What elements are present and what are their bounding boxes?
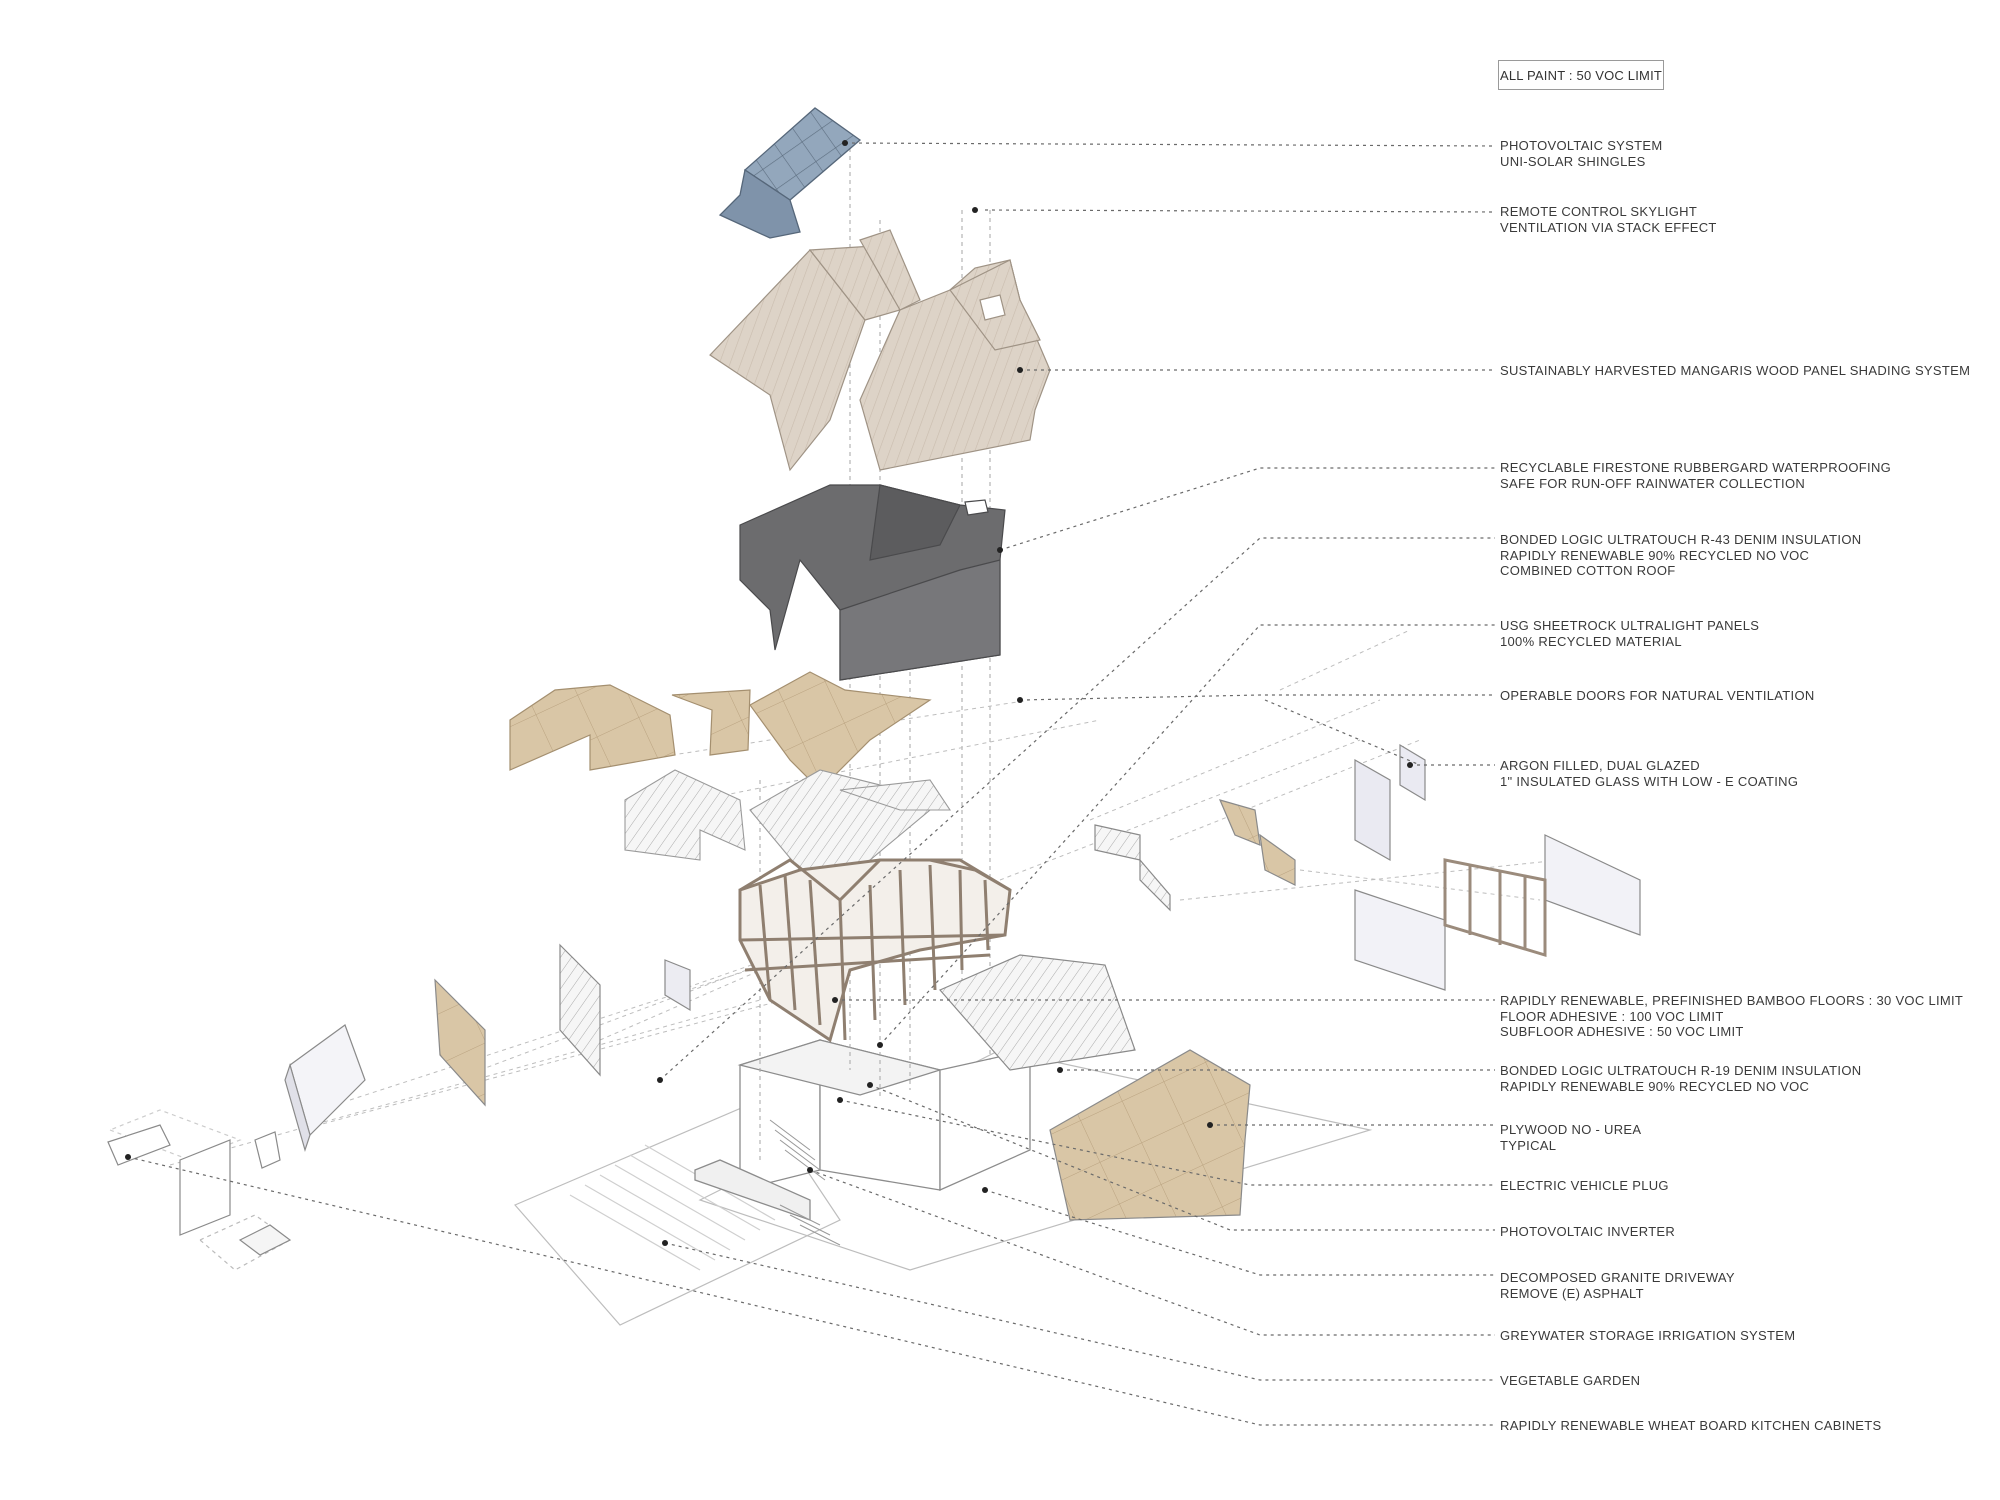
callout-wood-shading: SUSTAINABLY HARVESTED MANGARIS WOOD PANE… bbox=[1500, 363, 1970, 379]
leader-lines bbox=[127, 142, 1496, 1426]
callout-roof-insulation: BONDED LOGIC ULTRATOUCH R-43 DENIM INSUL… bbox=[1500, 532, 1861, 579]
callout-line: PLYWOOD NO - UREA bbox=[1500, 1122, 1642, 1137]
callout-line: PHOTOVOLTAIC INVERTER bbox=[1500, 1224, 1676, 1239]
callout-line: GREYWATER STORAGE IRRIGATION SYSTEM bbox=[1500, 1328, 1796, 1343]
callout-line: VEGETABLE GARDEN bbox=[1500, 1373, 1641, 1388]
callout-skylight: REMOTE CONTROL SKYLIGHT VENTILATION VIA … bbox=[1500, 204, 1717, 235]
callout-line: SAFE FOR RUN-OFF RAINWATER COLLECTION bbox=[1500, 475, 1806, 491]
right-wall-panels bbox=[939, 743, 1641, 1221]
photovoltaic-shingles bbox=[718, 107, 862, 239]
callout-line: DECOMPOSED GRANITE DRIVEWAY bbox=[1500, 1270, 1735, 1285]
callout-line: RAPIDLY RENEWABLE WHEAT BOARD KITCHEN CA… bbox=[1500, 1418, 1882, 1433]
callout-bamboo-floors: RAPIDLY RENEWABLE, PREFINISHED BAMBOO FL… bbox=[1500, 993, 1963, 1040]
roof-insulation-panels bbox=[624, 769, 952, 881]
callout-waterproofing: RECYCLABLE FIRESTONE RUBBERGARD WATERPRO… bbox=[1500, 460, 1891, 491]
callout-insulated-glass: ARGON FILLED, DUAL GLAZED 1" INSULATED G… bbox=[1500, 758, 1798, 789]
callout-wall-insulation: BONDED LOGIC ULTRATOUCH R-19 DENIM INSUL… bbox=[1500, 1063, 1861, 1094]
callout-line: 100% RECYCLED MATERIAL bbox=[1500, 633, 1682, 649]
callout-line: SUBFLOOR ADHESIVE : 50 VOC LIMIT bbox=[1500, 1024, 1744, 1039]
timber-frame bbox=[738, 858, 1012, 1043]
callout-line: REMOTE CONTROL SKYLIGHT bbox=[1500, 204, 1698, 219]
wood-shading-system bbox=[709, 229, 1051, 472]
waterproofing-membrane bbox=[739, 484, 1006, 681]
ground-floor-volume bbox=[694, 1039, 1031, 1246]
callout-line: SUSTAINABLY HARVESTED MANGARIS WOOD PANE… bbox=[1500, 363, 1971, 378]
callout-line: ARGON FILLED, DUAL GLAZED bbox=[1500, 758, 1700, 773]
callout-line: PHOTOVOLTAIC SYSTEM bbox=[1500, 138, 1663, 153]
upper-plywood-panels bbox=[509, 671, 932, 791]
callout-line: OPERABLE DOORS FOR NATURAL VENTILATION bbox=[1500, 688, 1815, 703]
callout-kitchen-cabinets: RAPIDLY RENEWABLE WHEAT BOARD KITCHEN CA… bbox=[1500, 1418, 1881, 1434]
callout-line: USG SHEETROCK ULTRALIGHT PANELS bbox=[1500, 618, 1760, 633]
callout-line: RAPIDLY RENEWABLE, PREFINISHED BAMBOO FL… bbox=[1500, 993, 1964, 1008]
callout-line: TYPICAL bbox=[1500, 1137, 1557, 1153]
callout-line: FLOOR ADHESIVE : 100 VOC LIMIT bbox=[1500, 1008, 1724, 1024]
callout-ev-plug: ELECTRIC VEHICLE PLUG bbox=[1500, 1178, 1669, 1194]
callout-line: COMBINED COTTON ROOF bbox=[1500, 563, 1676, 578]
paint-voc-note: ALL PAINT : 50 VOC LIMIT bbox=[1498, 60, 1664, 90]
leader-dots bbox=[125, 140, 1413, 1246]
callout-line: RAPIDLY RENEWABLE 90% RECYCLED NO VOC bbox=[1500, 1078, 1810, 1094]
callout-line: VENTILATION VIA STACK EFFECT bbox=[1500, 219, 1717, 235]
callout-photovoltaic-system: PHOTOVOLTAIC SYSTEM UNI-SOLAR SHINGLES bbox=[1500, 138, 1662, 169]
callout-driveway: DECOMPOSED GRANITE DRIVEWAY REMOVE (E) A… bbox=[1500, 1270, 1735, 1301]
left-wall-panels bbox=[107, 943, 691, 1256]
callout-line: UNI-SOLAR SHINGLES bbox=[1500, 153, 1646, 169]
callout-vegetable-garden: VEGETABLE GARDEN bbox=[1500, 1373, 1640, 1389]
callout-line: REMOVE (E) ASPHALT bbox=[1500, 1285, 1644, 1301]
callout-sheetrock: USG SHEETROCK ULTRALIGHT PANELS 100% REC… bbox=[1500, 618, 1759, 649]
callout-line: BONDED LOGIC ULTRATOUCH R-43 DENIM INSUL… bbox=[1500, 532, 1862, 547]
callout-operable-doors: OPERABLE DOORS FOR NATURAL VENTILATION bbox=[1500, 688, 1815, 704]
callout-line: RAPIDLY RENEWABLE 90% RECYCLED NO VOC bbox=[1500, 547, 1810, 563]
callout-line: 1" INSULATED GLASS WITH LOW - E COATING bbox=[1500, 773, 1799, 789]
callout-pv-inverter: PHOTOVOLTAIC INVERTER bbox=[1500, 1224, 1675, 1240]
callout-greywater: GREYWATER STORAGE IRRIGATION SYSTEM bbox=[1500, 1328, 1795, 1344]
callout-line: RECYCLABLE FIRESTONE RUBBERGARD WATERPRO… bbox=[1500, 460, 1892, 475]
callout-plywood: PLYWOOD NO - UREA TYPICAL bbox=[1500, 1122, 1641, 1153]
callout-line: BONDED LOGIC ULTRATOUCH R-19 DENIM INSUL… bbox=[1500, 1063, 1862, 1078]
callout-line: ELECTRIC VEHICLE PLUG bbox=[1500, 1178, 1669, 1193]
